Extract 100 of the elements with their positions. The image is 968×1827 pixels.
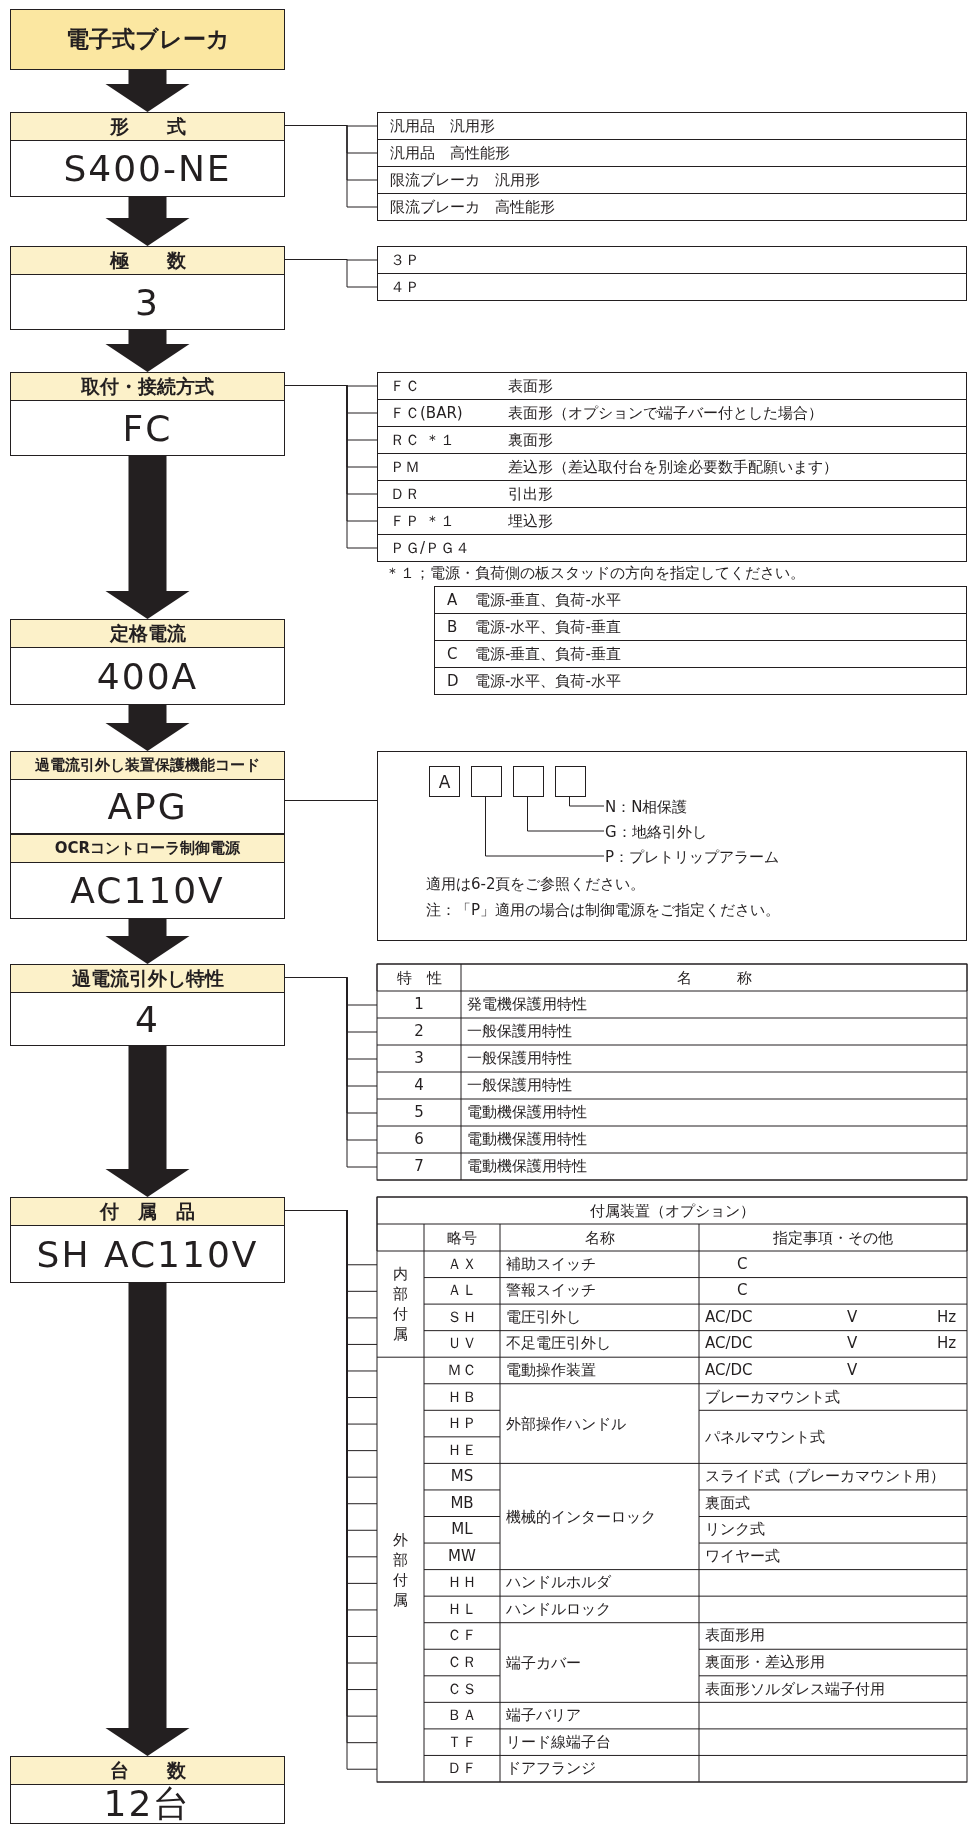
field-value: 12台 [102,1785,193,1823]
option-code: D [447,671,459,691]
field-heading: 過電流引外し特性 [11,965,284,993]
spec-box [10,112,285,197]
name-text: リンク式 [705,1519,765,1540]
option-code: ＤＲ [390,484,420,504]
option-text: ３Ｐ [390,250,420,270]
option-text: 差込形（差込取付台を別途必要数手配願います） [508,457,838,477]
option-text: ＨＰ [446,1413,478,1434]
group-label: 内部付属 [392,1264,409,1345]
option-row [377,507,967,535]
code-text: ＴＦ [446,1731,478,1752]
spec-box [10,1756,285,1824]
connector-line [284,125,378,208]
spec-text: AC/DC [705,1306,753,1327]
code-slot [555,766,586,797]
name-text: リード線端子台 [506,1731,611,1752]
spec-text: AC/DC [705,1359,753,1380]
code-text: ＨＢ [446,1386,478,1407]
name-text: 電動機保護用特性 [467,1102,587,1122]
name-text: ドアフランジ [506,1758,596,1779]
down-arrow [105,456,190,619]
name-text: ブレーカマウント式 [705,1386,840,1407]
column-heading: 指定事項・その他 [772,1227,894,1248]
code-text: 1 [413,994,425,1014]
option-row [377,246,967,274]
option-row [377,534,967,562]
option-code: ＦＣ [390,376,420,396]
option-text: 電源-垂直、負荷-垂直 [475,644,621,664]
merged-text: 端子カバー [506,1652,581,1673]
code-slot [471,766,502,797]
field-heading: 定格電流 [11,620,284,648]
field-heading: 付 属 品 [11,1198,284,1226]
code-panel [377,751,967,941]
code-text: 5 [413,1102,425,1122]
option-text: 電源-垂直、負荷-水平 [475,590,621,610]
option-text: 表面形（オプションで端子バー付とした場合） [508,403,823,423]
option-row [377,193,967,221]
down-arrow [105,197,190,246]
down-arrow [105,919,190,964]
code-text: ＣＦ [446,1625,478,1646]
name-text: ハンドルホルダ [506,1572,611,1593]
code-text: ＣＲ [446,1652,478,1672]
code-text: ＵＶ [446,1333,478,1354]
option-text: 汎用品 高性能形 [390,143,510,163]
field-value: S400-NE [62,147,233,191]
column-heading: 名 称 [675,967,753,988]
option-text: ＰＧ/ＰＧ４ [390,538,471,558]
name-text: 電動機保護用特性 [467,1129,587,1149]
field-heading: 形 式 [11,113,284,141]
option-code: ＰＭ [390,457,420,477]
option-text: 限流ブレーカ 汎用形 [390,170,540,190]
code-text: ＡＬ [446,1280,478,1301]
name-text: 一般保護用特性 [467,1021,572,1041]
name-text: スライド式（ブレーカマウント用） [705,1466,945,1487]
merged-text: パネルマウント式 [705,1426,825,1447]
code-slot [513,766,544,797]
field-value: AC110V [69,869,226,913]
name-text: 表面形ソルダレス端子付用 [705,1678,885,1699]
option-code: B [447,617,458,637]
spec-text: Hz [937,1306,957,1327]
spec-text: V [847,1306,858,1327]
down-arrow [105,330,190,372]
option-text: 埋込形 [508,511,553,531]
field-heading: OCRコントローラ制御電源 [11,835,284,863]
field-heading: 取付・接続方式 [11,373,284,401]
option-row [377,372,967,400]
field-value: FC [121,406,174,451]
option-row [377,166,967,194]
spec-box [10,619,285,705]
option-text: ４Ｐ [390,277,420,297]
option-row [377,112,967,140]
spec-text: Hz [937,1333,957,1354]
spec-box [10,751,285,834]
option-text: 裏面形 [508,430,553,450]
spec-box [10,1197,285,1283]
option-code: ＦＰ ＊１ [390,511,455,531]
option-code: ＲＣ ＊１ [390,430,455,450]
code-text: ＤＦ [446,1758,478,1779]
name-text: 警報スイッチ [506,1280,596,1301]
code-text: MB [449,1492,475,1513]
option-code: A [447,590,458,610]
name-text: ワイヤー式 [705,1545,780,1566]
name-text: 裏面式 [705,1492,750,1513]
spec-box [10,246,285,330]
merged-text: 外部操作ハンドル [506,1413,626,1434]
option-code: C [447,644,458,664]
option-row [377,399,967,427]
option-text: 電源-水平、負荷-水平 [475,671,621,691]
column-heading: 特 性 [395,967,443,988]
name-text: 電動機保護用特性 [467,1156,587,1176]
option-row [377,426,967,454]
option-row [377,273,967,301]
spec-box [10,964,285,1046]
option-row [377,453,967,481]
field-heading: 過電流引外し装置保護機能コード [11,752,284,780]
field-value: SH AC110V [35,1232,260,1277]
connector-line [284,800,378,801]
spec-text: AC/DC [705,1333,753,1354]
name-text: 補助スイッチ [506,1253,596,1274]
